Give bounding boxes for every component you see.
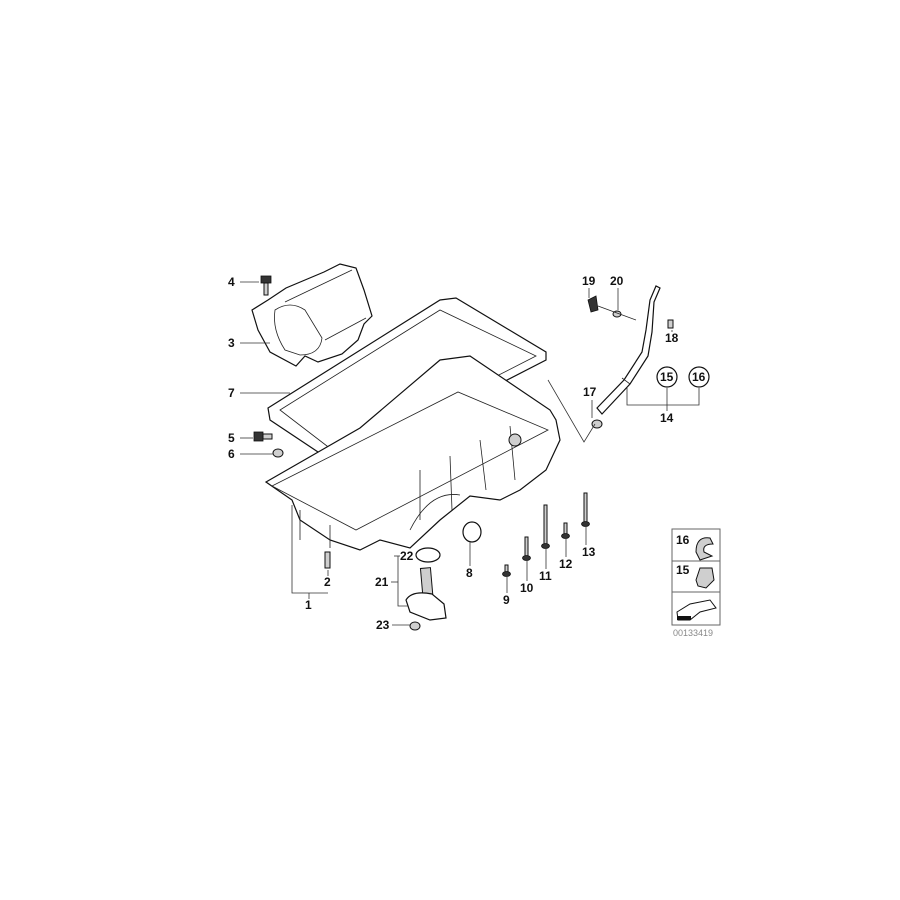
bolt-13 [581, 492, 590, 527]
callout-6: 6 [228, 447, 235, 461]
nut-23 [409, 621, 421, 631]
bolt-10 [522, 536, 531, 561]
callout-15: 15 [660, 370, 674, 384]
callout-11: 11 [539, 569, 552, 583]
callout-18: 18 [665, 331, 679, 345]
legend-label-16: 16 [676, 533, 690, 547]
callout-16-circle [688, 366, 710, 388]
callout-8: 8 [466, 566, 473, 580]
bolt-12 [561, 522, 570, 539]
dipstick-guide-tube [587, 285, 674, 429]
callout-16: 16 [692, 370, 706, 384]
callout-19: 19 [582, 274, 596, 288]
callout-7: 7 [228, 386, 235, 400]
oil-level-sensor-21 [405, 567, 447, 621]
dipstick-handle-19 [587, 295, 599, 313]
callout-13: 13 [582, 545, 596, 559]
callout-3: 3 [228, 336, 235, 350]
callout-5: 5 [228, 431, 235, 445]
callout-21: 21 [375, 575, 389, 589]
callout-9: 9 [503, 593, 510, 607]
clip-16-icon [695, 537, 714, 561]
diagram-code: 00133419 [673, 628, 713, 638]
legend-label-15: 15 [676, 563, 690, 577]
callout-2: 2 [324, 575, 331, 589]
reinforcement-plate [251, 263, 373, 367]
bolt-18 [667, 319, 674, 329]
bolt-11 [541, 504, 550, 549]
washer-6 [272, 448, 284, 458]
callout-12: 12 [559, 557, 573, 571]
o-ring-8 [462, 521, 482, 543]
callout-22: 22 [400, 549, 414, 563]
oil-pan [264, 355, 561, 551]
bolt-4 [260, 275, 272, 296]
callout-14: 14 [660, 411, 674, 425]
seal-17 [591, 419, 603, 429]
callout-23: 23 [376, 618, 390, 632]
bolt-5 [253, 431, 273, 442]
stud-2 [324, 551, 331, 569]
o-ring-22 [415, 547, 441, 563]
leader-lines [240, 281, 700, 626]
callout-1: 1 [305, 598, 312, 612]
callout-17: 17 [583, 385, 597, 399]
callout-10: 10 [520, 581, 534, 595]
bolt-9 [502, 564, 511, 577]
clip-15-icon [695, 567, 715, 589]
callout-4: 4 [228, 275, 235, 289]
callout-15-circle [656, 366, 678, 388]
callout-20: 20 [610, 274, 624, 288]
gasket [267, 297, 547, 467]
legend-box: 16 15 [671, 528, 721, 626]
